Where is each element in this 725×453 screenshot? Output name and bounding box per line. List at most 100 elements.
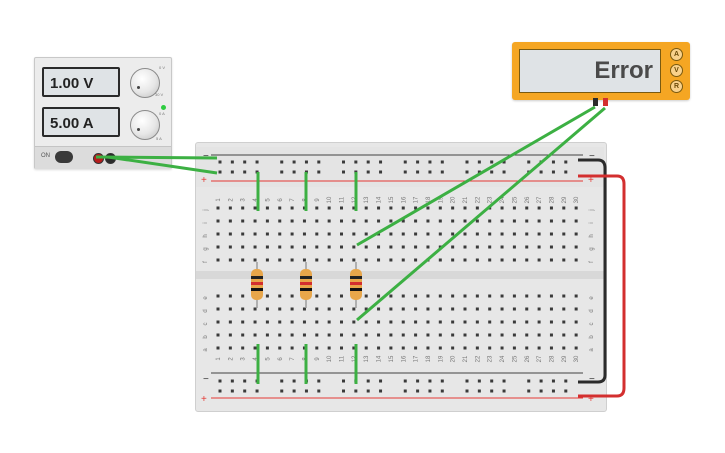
breadboard-hole[interactable] <box>278 333 282 337</box>
breadboard-hole[interactable] <box>475 232 479 236</box>
breadboard-hole[interactable] <box>315 232 319 236</box>
breadboard-hole[interactable] <box>465 389 469 393</box>
breadboard-hole[interactable] <box>416 170 420 174</box>
breadboard-hole[interactable] <box>549 333 553 337</box>
breadboard-hole[interactable] <box>512 320 516 324</box>
breadboard-hole[interactable] <box>230 389 234 393</box>
breadboard-hole[interactable] <box>525 294 529 298</box>
breadboard-hole[interactable] <box>327 206 331 210</box>
breadboard-hole[interactable] <box>253 333 257 337</box>
breadboard-hole[interactable] <box>438 346 442 350</box>
breadboard-hole[interactable] <box>440 389 444 393</box>
voltmeter-mode-button[interactable]: V <box>670 64 683 77</box>
breadboard-hole[interactable] <box>475 346 479 350</box>
breadboard-hole[interactable] <box>537 206 541 210</box>
breadboard-hole[interactable] <box>255 389 259 393</box>
breadboard-hole[interactable] <box>265 206 269 210</box>
breadboard-hole[interactable] <box>512 245 516 249</box>
breadboard-hole[interactable] <box>401 294 405 298</box>
breadboard-hole[interactable] <box>477 389 481 393</box>
current-knob[interactable] <box>130 110 160 140</box>
breadboard-hole[interactable] <box>463 320 467 324</box>
breadboard-hole[interactable] <box>278 320 282 324</box>
breadboard-hole[interactable] <box>228 346 232 350</box>
breadboard-hole[interactable] <box>352 206 356 210</box>
breadboard-hole[interactable] <box>426 307 430 311</box>
breadboard-hole[interactable] <box>403 379 407 383</box>
multimeter[interactable]: Error A V R <box>512 42 690 100</box>
breadboard-hole[interactable] <box>354 160 358 164</box>
breadboard-hole[interactable] <box>490 379 494 383</box>
breadboard-hole[interactable] <box>562 245 566 249</box>
breadboard-hole[interactable] <box>377 206 381 210</box>
breadboard-hole[interactable] <box>488 294 492 298</box>
breadboard-hole[interactable] <box>340 307 343 311</box>
breadboard-hole[interactable] <box>216 294 220 298</box>
breadboard-hole[interactable] <box>477 160 481 164</box>
breadboard-hole[interactable] <box>278 232 282 236</box>
breadboard-hole[interactable] <box>265 232 269 236</box>
breadboard-hole[interactable] <box>302 320 306 324</box>
breadboard-hole[interactable] <box>451 245 455 249</box>
breadboard-hole[interactable] <box>475 333 479 337</box>
breadboard-hole[interactable] <box>228 245 232 249</box>
breadboard-hole[interactable] <box>416 389 420 393</box>
breadboard-hole[interactable] <box>327 245 331 249</box>
breadboard-hole[interactable] <box>253 206 257 210</box>
breadboard-hole[interactable] <box>364 307 368 311</box>
breadboard-hole[interactable] <box>327 219 331 223</box>
breadboard-hole[interactable] <box>512 307 516 311</box>
breadboard-hole[interactable] <box>340 294 343 298</box>
breadboard-hole[interactable] <box>377 307 381 311</box>
breadboard-hole[interactable] <box>401 232 405 236</box>
breadboard-hole[interactable] <box>537 294 541 298</box>
breadboard-hole[interactable] <box>562 258 566 262</box>
rail-bridge-negative[interactable] <box>578 158 607 384</box>
breadboard-hole[interactable] <box>216 307 220 311</box>
breadboard-hole[interactable] <box>241 294 245 298</box>
breadboard-hole[interactable] <box>364 294 368 298</box>
breadboard-hole[interactable] <box>525 245 529 249</box>
breadboard-hole[interactable] <box>414 307 418 311</box>
breadboard-hole[interactable] <box>352 346 356 350</box>
breadboard-hole[interactable] <box>401 219 405 223</box>
breadboard-hole[interactable] <box>364 258 368 262</box>
breadboard-hole[interactable] <box>216 232 220 236</box>
breadboard-hole[interactable] <box>315 307 319 311</box>
breadboard-hole[interactable] <box>377 219 381 223</box>
resistor[interactable] <box>251 262 263 308</box>
breadboard-hole[interactable] <box>327 294 331 298</box>
breadboard-hole[interactable] <box>352 245 356 249</box>
breadboard-hole[interactable] <box>265 294 269 298</box>
breadboard-hole[interactable] <box>280 170 284 174</box>
breadboard-hole[interactable] <box>549 258 553 262</box>
breadboard-hole[interactable] <box>562 333 566 337</box>
breadboard-hole[interactable] <box>292 389 296 393</box>
breadboard-hole[interactable] <box>389 219 393 223</box>
breadboard-hole[interactable] <box>352 333 356 337</box>
breadboard-hole[interactable] <box>537 219 541 223</box>
breadboard-hole[interactable] <box>440 379 444 383</box>
breadboard-hole[interactable] <box>475 320 479 324</box>
breadboard-hole[interactable] <box>451 258 455 262</box>
breadboard-hole[interactable] <box>340 206 343 210</box>
breadboard-hole[interactable] <box>512 294 516 298</box>
breadboard-hole[interactable] <box>490 389 494 393</box>
breadboard-hole[interactable] <box>488 333 492 337</box>
breadboard-hole[interactable] <box>564 170 568 174</box>
breadboard-hole[interactable] <box>426 245 430 249</box>
breadboard-hole[interactable] <box>403 389 407 393</box>
breadboard-hole[interactable] <box>340 320 343 324</box>
resistor[interactable] <box>350 262 362 308</box>
breadboard-hole[interactable] <box>574 245 578 249</box>
breadboard-hole[interactable] <box>315 346 319 350</box>
breadboard-hole[interactable] <box>500 206 504 210</box>
breadboard-hole[interactable] <box>377 320 381 324</box>
breadboard-hole[interactable] <box>426 333 430 337</box>
breadboard-hole[interactable] <box>428 160 432 164</box>
breadboard-hole[interactable] <box>426 232 430 236</box>
breadboard-hole[interactable] <box>414 245 418 249</box>
breadboard-hole[interactable] <box>389 346 393 350</box>
breadboard-hole[interactable] <box>574 320 578 324</box>
breadboard-hole[interactable] <box>403 170 407 174</box>
